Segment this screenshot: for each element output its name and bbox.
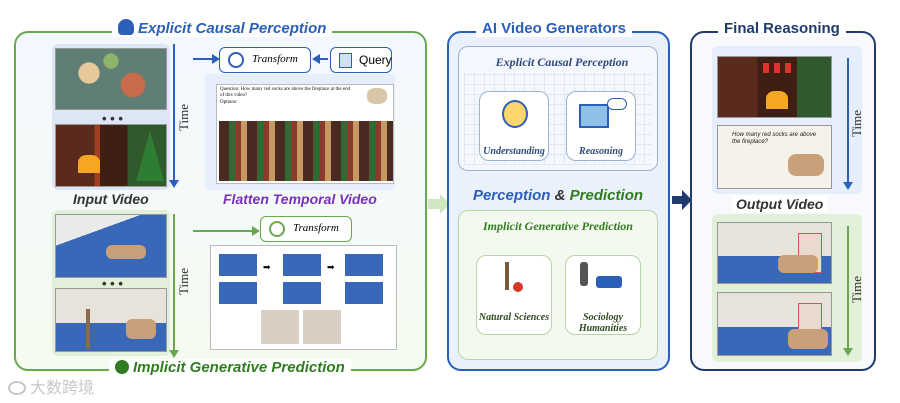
reasoning-label: Reasoning (579, 146, 623, 157)
arrow-to-transform-2 (193, 230, 255, 232)
lightbulb-icon (502, 100, 528, 128)
query-box: Query (330, 47, 392, 73)
arrow-to-transform (193, 58, 215, 60)
clock-icon (269, 221, 285, 237)
time-arrow-head (169, 180, 179, 188)
whiteboard-frame: How many red socks are above the firepla… (717, 125, 832, 189)
frame-ellipsis: • • • (102, 111, 123, 126)
watermark: 大数跨境 (8, 374, 94, 398)
time-arrow-line (173, 44, 175, 184)
time-arrow-line-3 (847, 58, 849, 186)
sociology-label: Sociology Humanities (578, 312, 628, 334)
natural-sciences-label: Natural Sciences (478, 312, 550, 323)
document-icon (339, 53, 352, 68)
middle-to-right-arrow-head (682, 190, 692, 210)
understanding-label: Understanding (483, 146, 545, 157)
time-arrow-line-2 (173, 214, 175, 354)
sociology-card (565, 255, 641, 335)
arrow-to-transform-2-head (252, 226, 260, 236)
understanding-card (479, 91, 549, 161)
options-text: Options: (220, 100, 238, 105)
output-gym-frame-2 (717, 292, 832, 356)
car-icon (596, 276, 622, 288)
output-fireplace-frame (717, 56, 832, 118)
board-text: How many red socks are above the firepla… (732, 132, 817, 145)
clock-icon (228, 52, 244, 68)
question-text: Question: How many red socks are above t… (220, 87, 351, 98)
time-label-4: Time (849, 276, 864, 303)
flatten-temporal-label: Flatten Temporal Video (223, 191, 377, 207)
fireplace-frame (55, 124, 167, 187)
time-arrow-line-4 (847, 226, 849, 352)
input-video-label: Input Video (73, 191, 149, 207)
left-to-middle-arrow (428, 199, 442, 209)
output-gym-frame-1 (717, 222, 832, 284)
hand-icon (367, 88, 387, 104)
arrow-to-transform-head (212, 54, 220, 64)
watermark-logo-icon (8, 381, 26, 395)
tree-apple-icon (505, 262, 509, 290)
ai-generators-title: AI Video Generators (476, 20, 632, 37)
arrow-from-query (314, 58, 328, 60)
gym-frame-2 (55, 288, 167, 352)
final-reasoning-title: Final Reasoning (718, 20, 846, 37)
time-arrow-head-4 (843, 348, 853, 356)
implicit-box-title: Implicit Generative Prediction (483, 219, 633, 233)
explicit-causal-title: Explicit Causal Perception (112, 19, 333, 37)
implicit-generative-title: Implicit Generative Prediction (109, 359, 351, 376)
table-feast-frame (55, 48, 167, 110)
output-video-label: Output Video (732, 196, 828, 212)
time-label: Time (176, 104, 191, 131)
gym-frame-1 (55, 214, 167, 278)
left-to-middle-arrow-head (440, 194, 450, 214)
flatten-video-image: Question: How many red socks are above t… (216, 84, 394, 184)
transform-box: Transform (219, 47, 311, 73)
frame-grid (219, 121, 393, 181)
natural-sciences-card (476, 255, 552, 335)
cloud-icon (607, 98, 627, 110)
time-arrow-head-2 (169, 350, 179, 358)
time-label-3: Time (849, 110, 864, 137)
perception-prediction-heading: Perception & Prediction (472, 187, 644, 204)
arrow-from-query-head (312, 54, 320, 64)
traffic-light-icon (580, 262, 588, 286)
brain-gear-icon (118, 19, 134, 35)
puzzle-image-icon (579, 104, 609, 128)
reasoning-card (566, 91, 636, 161)
time-arrow-head-3 (843, 182, 853, 190)
frame-ellipsis-2: • • • (102, 276, 123, 291)
running-person-icon (115, 360, 129, 374)
middle-to-right-arrow (672, 196, 684, 204)
time-label-2: Time (176, 268, 191, 295)
flatten-video-image-2: ➡ ➡ (210, 245, 397, 350)
transform-box-2: Transform (260, 216, 352, 242)
explicit-box-title: Explicit Causal Perception (495, 55, 629, 69)
